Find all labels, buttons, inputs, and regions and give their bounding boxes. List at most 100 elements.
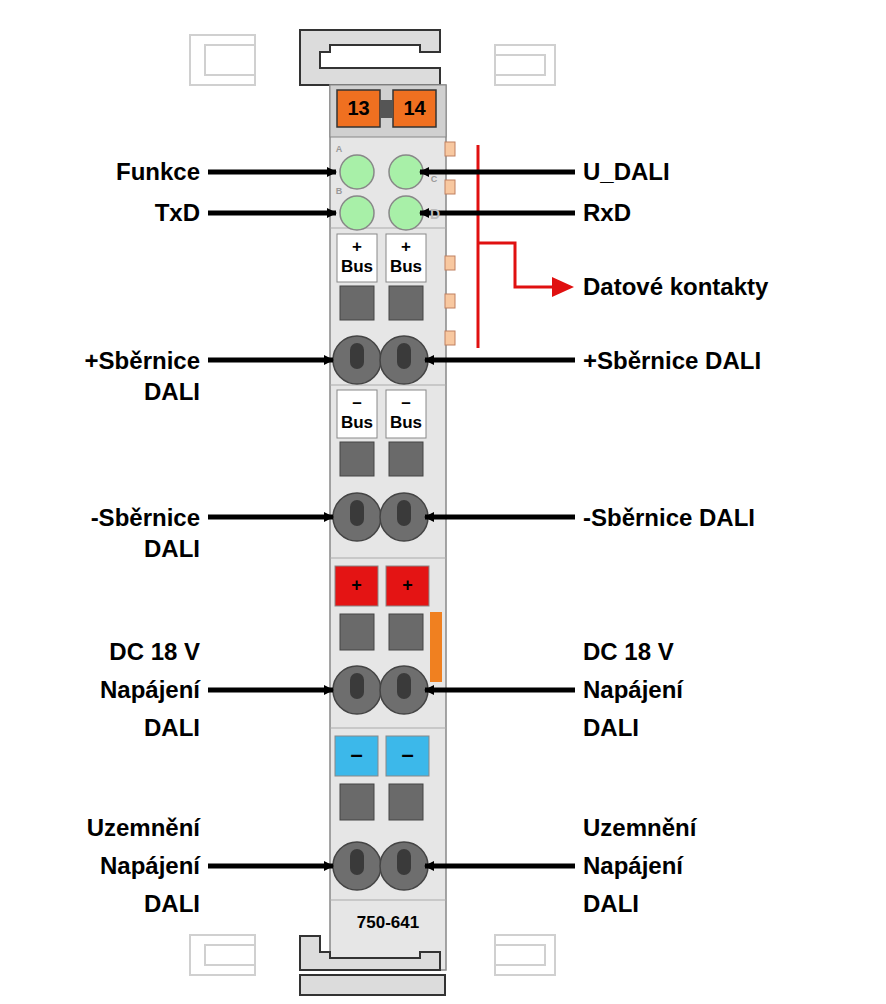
terminal-label: -Sběrnice DALI bbox=[583, 502, 873, 533]
drawing-part bbox=[330, 85, 446, 970]
terminal-label: +Sběrnice DALI bbox=[583, 345, 873, 376]
terminal-number: 13 bbox=[337, 93, 380, 123]
drawing-part bbox=[477, 145, 480, 348]
drawing-part bbox=[340, 614, 374, 650]
terminal-marking: + Bus bbox=[386, 237, 426, 277]
terminal-marking: + bbox=[386, 572, 429, 598]
drawing-part bbox=[340, 155, 374, 189]
terminal-marking: – Bus bbox=[337, 393, 377, 433]
drawing-part bbox=[389, 196, 423, 230]
drawing-part bbox=[330, 385, 446, 386]
drawing-part bbox=[330, 558, 446, 559]
drawing-part bbox=[335, 566, 378, 606]
led-letter: A bbox=[333, 144, 345, 154]
drawing-part bbox=[208, 515, 333, 520]
led-label: Funkce bbox=[0, 157, 200, 187]
drawing-part bbox=[337, 234, 377, 282]
drawing-part bbox=[190, 35, 255, 85]
drawing-part bbox=[445, 180, 455, 194]
led-letter: D bbox=[428, 206, 442, 222]
drawing-part bbox=[333, 842, 381, 890]
drawing-part bbox=[425, 515, 575, 520]
leader-arrows bbox=[208, 172, 575, 866]
terminal-number: 14 bbox=[393, 93, 436, 123]
led-label: U_DALI bbox=[583, 157, 863, 187]
terminal-marking: + bbox=[335, 572, 378, 598]
drawing-part bbox=[386, 736, 429, 776]
drawing-part bbox=[208, 688, 333, 693]
drawing-part bbox=[397, 343, 411, 369]
drawing-part bbox=[393, 90, 436, 127]
drawing-part bbox=[208, 170, 336, 175]
drawing-part bbox=[478, 243, 555, 287]
led-letter: B bbox=[333, 186, 345, 196]
drawing-part bbox=[208, 864, 333, 869]
terminal-marking: – bbox=[386, 742, 429, 768]
drawing-part bbox=[420, 211, 575, 216]
led-letter: C bbox=[428, 174, 440, 184]
drawing-part bbox=[425, 864, 575, 869]
drawing-part bbox=[386, 234, 426, 282]
drawing-part bbox=[430, 612, 442, 682]
status-leds bbox=[340, 155, 423, 230]
drawing-part bbox=[386, 566, 429, 606]
module-housing bbox=[300, 30, 446, 995]
drawing-part bbox=[208, 211, 336, 216]
drawing-part bbox=[300, 30, 440, 85]
wire-clamps bbox=[333, 336, 428, 890]
terminal-plates bbox=[335, 234, 442, 776]
drawing-part bbox=[340, 784, 374, 820]
drawing-part bbox=[386, 390, 426, 438]
din-rail bbox=[190, 35, 555, 975]
drawing-part bbox=[495, 935, 555, 975]
drawing-part bbox=[389, 286, 423, 320]
drawing-part bbox=[445, 256, 455, 270]
drawing-part bbox=[340, 286, 374, 320]
drawing-part bbox=[445, 142, 455, 156]
drawing-part bbox=[389, 614, 423, 650]
drawing-part bbox=[350, 849, 364, 875]
drawing-part bbox=[350, 500, 364, 526]
drawing-part bbox=[425, 688, 575, 693]
drawing-part bbox=[445, 331, 455, 345]
drawing-part bbox=[333, 493, 381, 541]
callout-label: Datové kontakty bbox=[583, 272, 873, 302]
drawing-part bbox=[425, 358, 575, 363]
drawing-part bbox=[208, 358, 333, 363]
led-label: TxD bbox=[0, 198, 200, 228]
terminal-label: DC 18 V Napájení DALI bbox=[70, 633, 200, 747]
drawing-part bbox=[300, 936, 440, 970]
drawing-part bbox=[552, 277, 574, 297]
drawing-part bbox=[330, 85, 446, 137]
terminal-label: +Sběrnice DALI bbox=[50, 345, 200, 407]
terminal-label: -Sběrnice DALI bbox=[50, 502, 200, 564]
part-number: 750-641 bbox=[330, 912, 446, 934]
drawing-part bbox=[380, 336, 428, 384]
drawing-part bbox=[255, 40, 495, 975]
drawing-part bbox=[337, 390, 377, 438]
drawing-part bbox=[420, 170, 575, 175]
terminal-label: Uzemnění Napájení DALI bbox=[60, 809, 200, 923]
drawing-part bbox=[495, 45, 555, 85]
led-label: RxD bbox=[583, 198, 863, 228]
terminal-marking: – bbox=[335, 742, 378, 768]
terminal-marking: + Bus bbox=[337, 237, 377, 277]
drawing-part bbox=[330, 728, 446, 729]
drawing-part bbox=[397, 500, 411, 526]
terminal-label: Uzemnění Napájení DALI bbox=[583, 809, 728, 923]
terminal-label: DC 18 V Napájení DALI bbox=[583, 633, 713, 747]
drawing-part bbox=[335, 736, 378, 776]
drawing-part bbox=[340, 196, 374, 230]
data-contacts-bracket bbox=[478, 145, 574, 348]
drawing-part bbox=[397, 673, 411, 699]
drawing-part bbox=[350, 673, 364, 699]
drawing-part bbox=[397, 849, 411, 875]
drawing-part bbox=[340, 442, 374, 476]
drawing-part bbox=[389, 442, 423, 476]
drawing-part bbox=[333, 336, 381, 384]
drawing-part bbox=[190, 935, 255, 975]
drawing-part bbox=[300, 975, 445, 995]
drawing-part bbox=[380, 100, 393, 118]
drawing-part bbox=[389, 784, 423, 820]
drawing-part bbox=[445, 294, 455, 308]
